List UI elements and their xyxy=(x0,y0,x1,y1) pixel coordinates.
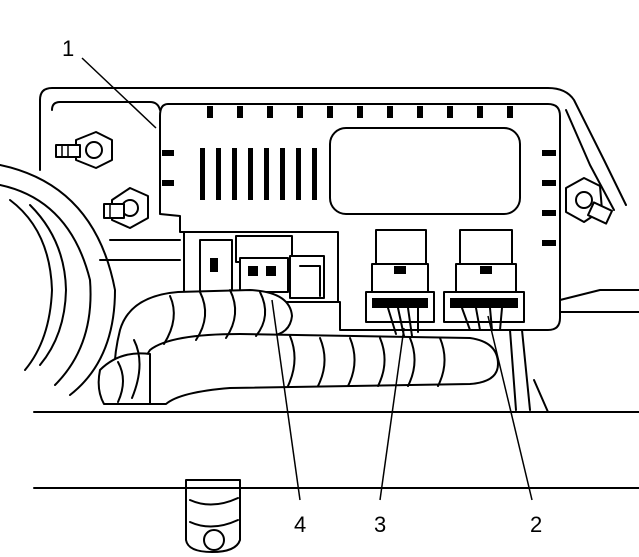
callout-2: 2 xyxy=(530,512,542,537)
connector-2 xyxy=(443,229,525,331)
callout-1: 1 xyxy=(62,36,74,61)
wiring-harness xyxy=(97,289,499,553)
module-vent-slots xyxy=(200,148,317,200)
stud-nut-left-lower xyxy=(103,187,149,229)
leader-line-4 xyxy=(271,299,301,501)
cross-beam xyxy=(33,411,639,489)
stud-nut-left-upper xyxy=(55,131,113,169)
leader-line-2 xyxy=(487,315,533,501)
module-label-recess xyxy=(329,127,521,215)
stud-nut-right xyxy=(565,177,614,225)
connector-3 xyxy=(365,229,435,337)
right-cable xyxy=(509,329,549,413)
callout-4: 4 xyxy=(294,512,306,537)
round-housing xyxy=(0,164,116,396)
leader-line-3 xyxy=(379,327,405,501)
leader-lines xyxy=(81,57,533,501)
leader-line-1 xyxy=(81,57,157,129)
module-top-tabs xyxy=(207,106,513,118)
callout-3: 3 xyxy=(374,512,386,537)
mounting-bracket xyxy=(39,87,639,313)
